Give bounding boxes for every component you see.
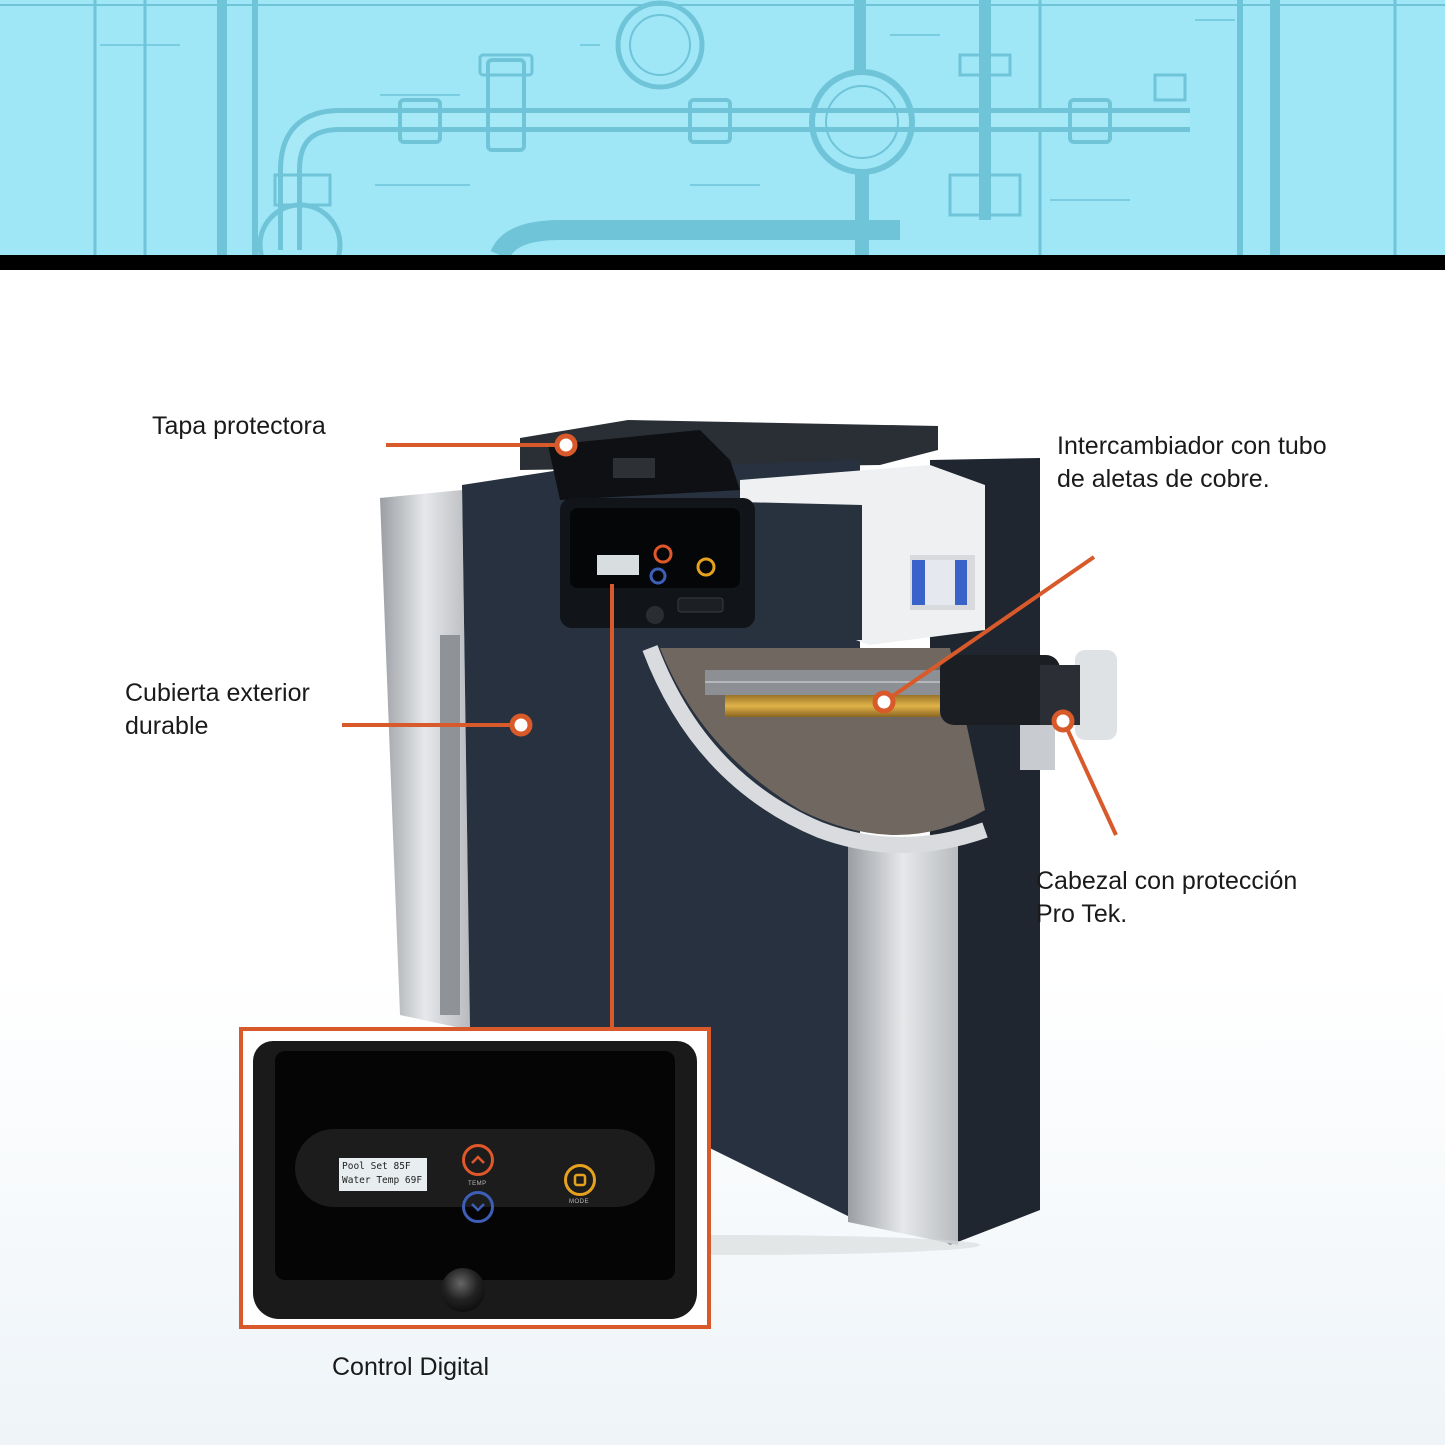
drain-fitting	[1020, 725, 1055, 770]
temp-down-button[interactable]	[462, 1191, 494, 1223]
mode-square-icon	[573, 1173, 587, 1187]
callout-dot-cabinet	[509, 713, 533, 737]
label-exterior-cabinet: Cubierta exterior durable	[125, 679, 310, 740]
callout-lines	[342, 433, 1118, 1027]
callout-dot-exchanger	[872, 690, 896, 714]
clip-insert	[925, 560, 955, 605]
label-digital-control: Control Digital	[332, 1353, 490, 1381]
blueprint-banner	[0, 0, 1445, 255]
temp-caption: TEMP	[468, 1181, 487, 1187]
lid-window	[613, 458, 655, 478]
upper-block	[740, 502, 862, 642]
digital-control-inset: Pool Set 85F Water Temp 69F TEMP MODE	[239, 1027, 711, 1329]
callout-line-exchanger	[882, 555, 1096, 704]
chevron-down-icon	[471, 1203, 485, 1212]
side-groove	[440, 635, 460, 1015]
chevron-up-icon	[471, 1155, 485, 1164]
piping-blueprint-illustration	[0, 0, 1445, 255]
lcd-line-2: Water Temp 69F	[342, 1175, 423, 1186]
small-lcd	[597, 555, 639, 575]
banner-divider-bar	[0, 255, 1445, 270]
union-fitting	[1075, 650, 1117, 740]
right-silver-strip	[848, 835, 958, 1245]
label-header: Cabezal con protección Pro Tek.	[1036, 867, 1298, 928]
control-knob[interactable]	[441, 1268, 485, 1312]
callout-dot-cover	[554, 433, 578, 457]
lcd-display: Pool Set 85F Water Temp 69F	[339, 1158, 427, 1191]
callout-dot-header	[1051, 709, 1075, 733]
label-heat-exchanger: Intercambiador con tubo de aletas de cob…	[1057, 432, 1327, 493]
label-protective-cover: Tapa protectora	[152, 412, 326, 440]
mode-caption: MODE	[569, 1199, 589, 1205]
mode-button[interactable]	[564, 1164, 596, 1196]
callout-line-header	[1062, 721, 1118, 836]
pool-heater-illustration	[380, 420, 1117, 1255]
chamber-rim	[642, 645, 988, 853]
small-up-button	[653, 544, 673, 564]
header-body	[940, 655, 1060, 725]
product-diagram: Tapa protectora Intercambiador con tubo …	[0, 270, 1445, 1445]
small-down-button	[649, 567, 667, 585]
temp-up-button[interactable]	[462, 1144, 494, 1176]
lcd-line-1: Pool Set 85F	[342, 1161, 411, 1172]
small-mode-button	[696, 557, 716, 577]
